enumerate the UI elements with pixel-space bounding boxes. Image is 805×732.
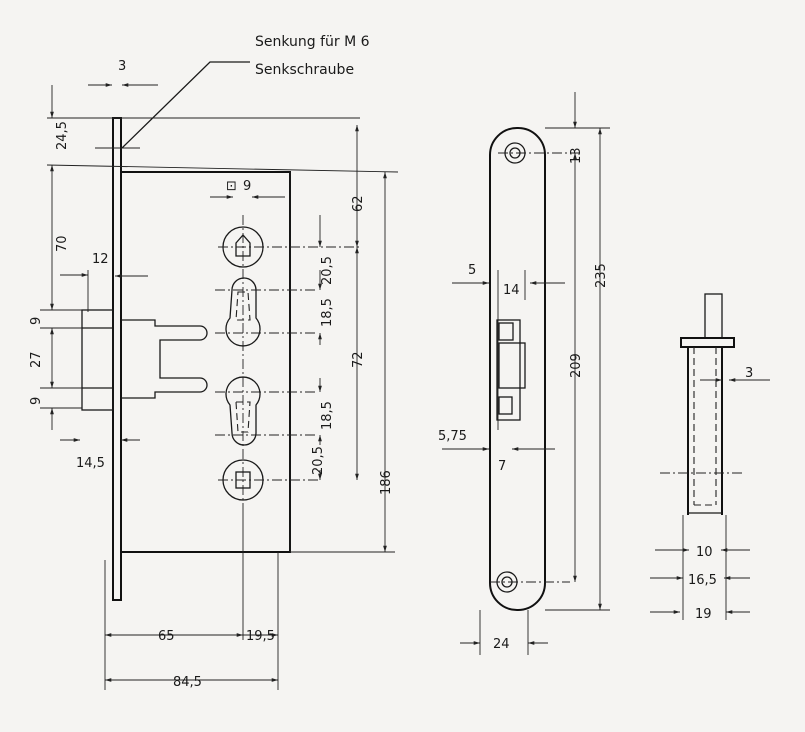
latch-opening [496,319,521,421]
mortise-lock-front-view [40,61,399,690]
flange [680,337,735,348]
dim-side-plate: 3 [745,366,753,381]
latch-bolt [81,309,114,411]
dim-faceplate-thickness: 3 [118,59,126,74]
strike-plate-view [442,92,610,655]
dim-side-middle: 16,5 [688,573,717,588]
note-countersink: Senkung für M 6 [255,34,370,50]
lock-case [120,171,291,553]
dim-case-to-latch: 70 [55,235,70,252]
dim-opening-width: 14 [503,283,520,298]
dim-backset: 65 [158,629,175,644]
bolt-hook [121,319,208,399]
faceplate [112,117,122,601]
dim-square-spindle: 9 [243,179,251,194]
dim-edge-offset-top: 5 [468,263,476,278]
dim-top-offset: 24,5 [55,121,70,150]
tongue [704,293,723,339]
dim-bolt-projection: 14,5 [76,456,105,471]
dim-latch-gap: 27 [29,351,44,368]
note-screw: Senkschraube [255,62,354,78]
cylinder-hole-bottom [225,376,261,446]
dim-latch-projection: 12 [92,252,109,267]
dim-plate-width: 24 [493,637,510,652]
strike-plate [489,127,546,611]
dim-cyl-length-top: 18,5 [320,298,335,327]
square-icon: ⊡ [226,179,237,194]
dim-case-depth: 84,5 [173,675,202,690]
dim-edge-offset-bottom: 5,75 [438,429,467,444]
strike-box-side-view [650,293,770,620]
dim-spindle-to-cyl: 20,5 [320,256,335,285]
note-leader [121,61,250,149]
dim-latch-height-top: 9 [29,317,44,325]
dim-latch-height-bottom: 9 [29,397,44,405]
dim-distance: 72 [351,351,366,368]
cylinder-hole-top [225,277,261,347]
dim-bottom-width: 7 [498,459,506,474]
dim-top-to-spindle: 62 [351,195,366,212]
dim-total-length: 235 [594,263,609,288]
dim-hole-distance: 209 [569,353,584,378]
dim-cyl-to-spindle: 20,5 [311,446,326,475]
dim-top-hole: 13 [569,147,584,164]
dim-side-inner: 10 [696,545,713,560]
dim-cyl-length-bottom: 18,5 [320,401,335,430]
dim-case-height: 186 [379,470,394,495]
dim-side-outer: 19 [695,607,712,622]
dim-spindle-offset: 19,5 [246,629,275,644]
